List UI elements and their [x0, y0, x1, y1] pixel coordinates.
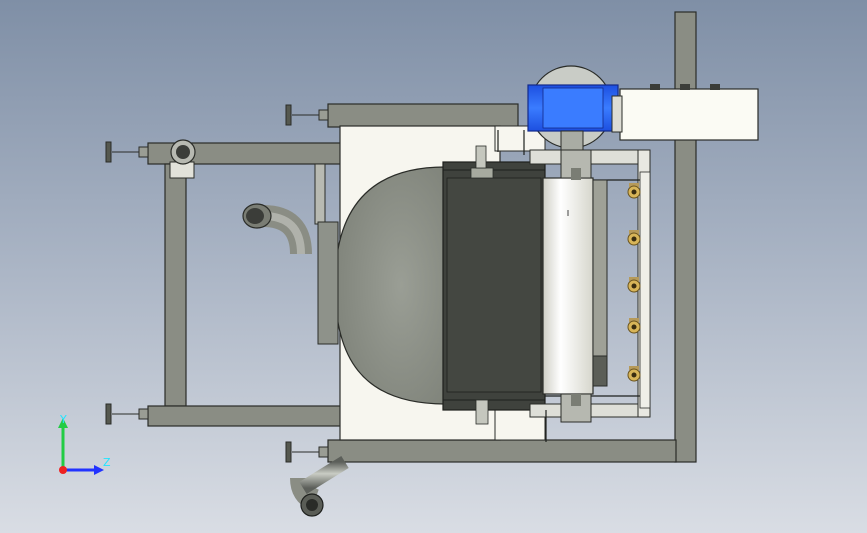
frame-elbow-fitting [169, 139, 196, 179]
bracket-lines [497, 130, 547, 442]
drive-motor [527, 65, 619, 151]
exhaust-pipe [242, 203, 349, 517]
hood-dome [317, 166, 446, 405]
leveling-screw [285, 104, 329, 126]
leveling-screws [105, 104, 329, 463]
y-axis-label: Y [60, 413, 67, 426]
leveling-screw [105, 141, 149, 163]
left-frame [147, 142, 344, 427]
triad-arrows-icon [58, 418, 104, 475]
dark-panel [442, 145, 546, 425]
coordinate-triad: Y Z [52, 412, 122, 482]
brass-nozzle-icon [627, 276, 641, 293]
leveling-screw [105, 403, 149, 425]
brass-nozzle-icon [627, 229, 641, 246]
spray-manifold [627, 171, 651, 409]
frame-beams [327, 103, 677, 463]
brass-nozzle-icon [627, 182, 641, 199]
roller [542, 149, 608, 423]
brass-nozzle-icon [627, 365, 641, 382]
gearbox-housing [611, 84, 759, 141]
z-axis-label: Z [103, 456, 111, 469]
right-vertical-post [674, 11, 697, 463]
brass-nozzle-icon [627, 317, 641, 334]
